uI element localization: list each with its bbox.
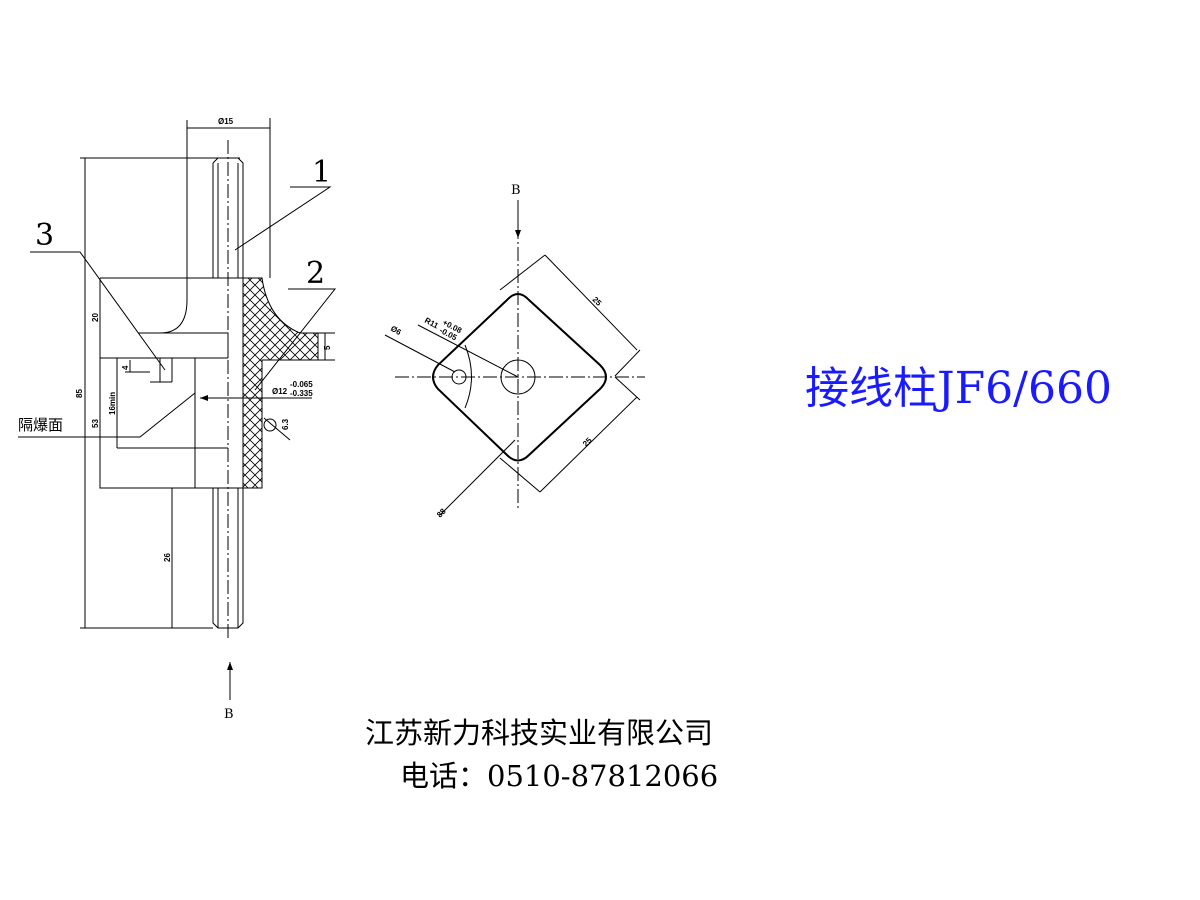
dim-5: 5 — [323, 345, 332, 350]
part-1: 1 — [312, 155, 331, 190]
top-view — [384, 200, 645, 516]
dim-d12-tol-lo: -0.335 — [290, 389, 313, 398]
dim-d15: Ø15 — [218, 117, 234, 126]
dim-25-bottom: 25 — [581, 435, 594, 448]
dim-d6: Ø6 — [389, 324, 403, 337]
dim-85: 85 — [75, 389, 84, 398]
section-b-bottom: B — [224, 707, 234, 722]
dim-53: 53 — [91, 419, 100, 428]
company-name: 江苏新力科技实业有限公司 — [365, 716, 713, 750]
part-3: 3 — [35, 218, 54, 253]
side-view — [18, 118, 337, 700]
explosion-surface-label: 隔爆面 — [18, 416, 63, 434]
dim-d12: Ø12 — [272, 387, 288, 396]
dim-16min: 16min — [108, 392, 117, 415]
company-phone: 电话：0510-87812066 — [400, 759, 718, 793]
dim-d12-tol-up: -0.065 — [290, 380, 313, 389]
dim-6-3: 6.3 — [281, 418, 290, 430]
dim-20: 20 — [91, 313, 100, 322]
dim-4: 4 — [121, 365, 130, 370]
drawing-title: 接线柱JF6/660 — [805, 363, 1112, 414]
part-2: 2 — [306, 256, 325, 291]
dim-26: 26 — [163, 553, 172, 562]
section-b-top: B — [511, 183, 521, 198]
dim-25-top: 25 — [591, 295, 604, 308]
